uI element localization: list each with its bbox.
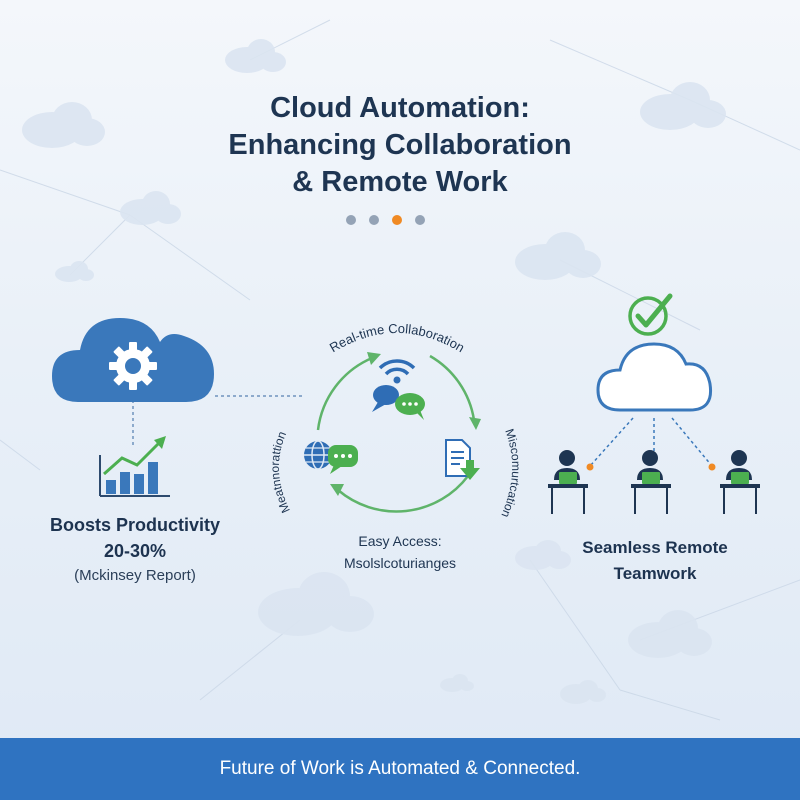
bg-cloud-6 <box>258 572 374 636</box>
cycle-arrow-top-left <box>316 356 373 431</box>
bg-cloud-4 <box>640 82 726 130</box>
remote-worker-icon <box>548 450 588 514</box>
page-title: Cloud Automation: Enhancing Collaboratio… <box>100 90 700 201</box>
carousel-dots <box>346 215 430 227</box>
footer-banner: Future of Work is Automated & Connected. <box>0 738 800 800</box>
bg-cloud-7 <box>628 610 712 658</box>
globe-chat-icon <box>304 440 358 474</box>
bg-cloud-5 <box>515 232 601 280</box>
title-line-1: Cloud Automation: <box>270 92 530 124</box>
cycle-arrow-bottom <box>337 475 469 513</box>
label-left-arc: Meatnnorattion <box>268 429 293 515</box>
title-line-3: & Remote Work <box>292 166 508 198</box>
cloud-gear-icon <box>52 318 214 402</box>
carousel-dot-4[interactable] <box>415 215 425 225</box>
remote-worker-icon <box>720 450 760 514</box>
remote-worker-icon <box>631 450 671 514</box>
cloud-icon <box>596 342 713 412</box>
bg-cloud-3 <box>225 39 286 73</box>
label-real-time-collaboration: Real-time Collaboration <box>327 321 467 355</box>
footer-text: Future of Work is Automated & Connected. <box>219 758 581 779</box>
carousel-dot-2[interactable] <box>369 215 379 225</box>
collaboration-cycle <box>316 352 481 513</box>
label-right-arc: Miscomurtcation <box>498 427 523 520</box>
checkmark-icon <box>628 293 673 336</box>
document-download-icon <box>445 439 480 480</box>
cycle-arrow-top-right <box>429 354 476 421</box>
easy-access-subtext: Msolslcoturianges <box>343 555 457 571</box>
title-line-2: Enhancing Collaboration <box>228 129 572 161</box>
bg-cloud-11 <box>440 674 474 692</box>
remote-teamwork-line-2: Teamwork <box>613 564 697 583</box>
productivity-value: 20-30% <box>103 541 167 561</box>
chat-wifi-icon <box>372 359 425 420</box>
growth-chart-icon <box>99 436 170 497</box>
bg-cloud-10 <box>560 680 606 704</box>
carousel-dot-3-active[interactable] <box>392 215 402 225</box>
easy-access-heading: Easy Access: <box>358 533 442 549</box>
productivity-source: (Mckinsey Report) <box>74 567 196 584</box>
remote-teamwork-caption: Seamless Remote Teamwork <box>555 535 755 587</box>
bg-cloud-1 <box>22 102 105 148</box>
productivity-heading: Boosts Productivity <box>49 515 221 535</box>
bg-cloud-8 <box>515 540 571 570</box>
bg-cloud-2 <box>120 191 181 225</box>
cycle-arrowhead-top-right <box>469 417 481 430</box>
productivity-caption: Boosts Productivity 20-30% (Mckinsey Rep… <box>30 512 240 588</box>
bg-cloud-9 <box>55 261 94 282</box>
remote-teamwork-line-1: Seamless Remote <box>582 538 728 557</box>
easy-access-caption: Easy Access: Msolslcoturianges <box>300 530 500 574</box>
cycle-arrowhead-bottom <box>330 484 344 496</box>
carousel-dot-1[interactable] <box>346 215 356 225</box>
cycle-arrowhead-top-left <box>367 352 381 365</box>
